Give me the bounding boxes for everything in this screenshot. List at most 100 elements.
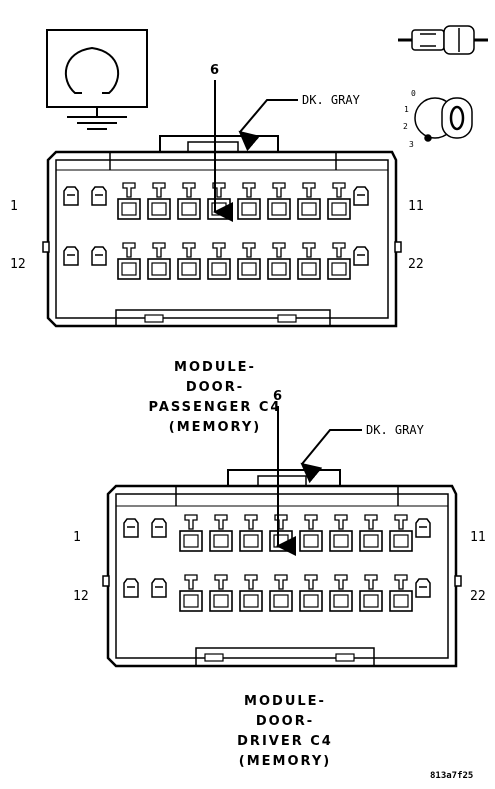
pin-cavity: [117, 258, 141, 280]
pin-terminal: [272, 182, 286, 198]
latch-cavity: [123, 578, 139, 598]
pin-cavity: [267, 258, 291, 280]
latch-cavity: [353, 246, 369, 266]
pin-cavity: [179, 530, 203, 552]
connector-title: MODULE- DOOR- PASSENGER C4 (MEMORY): [115, 358, 315, 439]
pin-cavity: [327, 198, 351, 220]
pin-terminal: [244, 514, 258, 530]
pin-terminal: [184, 574, 198, 590]
pin-terminal: [212, 242, 226, 258]
pin-cavity: [269, 590, 293, 612]
latch-cavity: [151, 578, 167, 598]
ground-symbol-icon: [46, 29, 148, 130]
pin-terminal: [214, 514, 228, 530]
latch-cavity: [123, 518, 139, 538]
latch-cavity: [91, 246, 107, 266]
pin-terminal: [242, 242, 256, 258]
pin-cavity: [237, 198, 261, 220]
latch-cavity: [63, 246, 79, 266]
pin-terminal: [244, 574, 258, 590]
pin-terminal: [242, 182, 256, 198]
pin-label-1: 1: [10, 199, 18, 214]
connector-plug-icon: [398, 25, 488, 55]
pin-terminal: [302, 182, 316, 198]
pin-terminal: [182, 182, 196, 198]
pin-cavity: [207, 258, 231, 280]
pin-callout: 6: [210, 63, 219, 78]
pin-label-11: 11: [470, 530, 486, 545]
pin-terminal: [364, 514, 378, 530]
pin-cavity: [237, 258, 261, 280]
latch-cavity: [151, 518, 167, 538]
pin-cavity: [239, 590, 263, 612]
title-line: PASSENGER C4: [148, 400, 282, 416]
key-position-3: 0: [411, 89, 416, 98]
pin-terminal: [394, 514, 408, 530]
pin-cavity: [329, 530, 353, 552]
pin-terminal: [214, 574, 228, 590]
title-line: DOOR-: [255, 714, 315, 730]
pin-label-12: 12: [10, 257, 26, 272]
pin-cavity: [329, 590, 353, 612]
wire-color-leader: [300, 429, 362, 484]
latch-cavity: [415, 518, 431, 538]
pin-cavity: [147, 258, 171, 280]
title-line: MODULE-: [244, 694, 326, 709]
ignition-key-icon: [414, 97, 473, 142]
pin-terminal: [334, 574, 348, 590]
pin-terminal: [122, 242, 136, 258]
pin-terminal: [302, 242, 316, 258]
pin-cavity: [389, 530, 413, 552]
pin-callout: 6: [273, 389, 282, 404]
connector-driver-c4: [102, 469, 462, 668]
pin-label-11: 11: [408, 199, 424, 214]
key-position-1: 2: [403, 122, 408, 131]
pin-cavity: [297, 198, 321, 220]
pin-cavity: [147, 198, 171, 220]
latch-cavity: [415, 578, 431, 598]
pin-cavity: [297, 258, 321, 280]
pin-cavity: [327, 258, 351, 280]
pin-terminal: [122, 182, 136, 198]
pin-terminal: [274, 574, 288, 590]
pin-terminal: [272, 242, 286, 258]
pin-terminal: [182, 242, 196, 258]
pin-label-1: 1: [73, 530, 81, 545]
wire-color-label: DK. GRAY: [302, 93, 361, 107]
pin-cavity: [209, 590, 233, 612]
connector-title: MODULE- DOOR- DRIVER C4 (MEMORY): [185, 692, 385, 773]
title-line: (MEMORY): [168, 420, 262, 436]
pin-cavity: [389, 590, 413, 612]
pin-cavity: [359, 530, 383, 552]
pin-cavity: [209, 530, 233, 552]
pin-cavity: [299, 590, 323, 612]
connector-passenger-c4: [42, 135, 402, 328]
pin-label-12: 12: [73, 589, 89, 604]
pin-cavity: [267, 198, 291, 220]
pin-terminal: [152, 182, 166, 198]
pin-terminal: [334, 514, 348, 530]
latch-cavity: [353, 186, 369, 206]
pin-label-22: 22: [408, 257, 424, 272]
title-line: DOOR-: [185, 380, 245, 396]
latch-cavity: [63, 186, 79, 206]
pin-terminal: [184, 514, 198, 530]
pin-terminal: [332, 182, 346, 198]
pin-cavity: [177, 198, 201, 220]
pin-cavity: [239, 530, 263, 552]
pin-label-22: 22: [470, 589, 486, 604]
pin-cavity: [359, 590, 383, 612]
pin-terminal: [364, 574, 378, 590]
pin-cavity: [117, 198, 141, 220]
pin-terminal: [304, 574, 318, 590]
title-line: DRIVER C4: [237, 734, 333, 750]
title-line: MODULE-: [174, 360, 256, 375]
figure-code: 813a7f25: [430, 771, 474, 781]
pin-terminal: [394, 574, 408, 590]
pin-cavity: [299, 530, 323, 552]
pin-cavity: [179, 590, 203, 612]
pin-cavity: [207, 198, 231, 220]
pin-cavity: [177, 258, 201, 280]
wire-color-leader: [238, 99, 298, 152]
